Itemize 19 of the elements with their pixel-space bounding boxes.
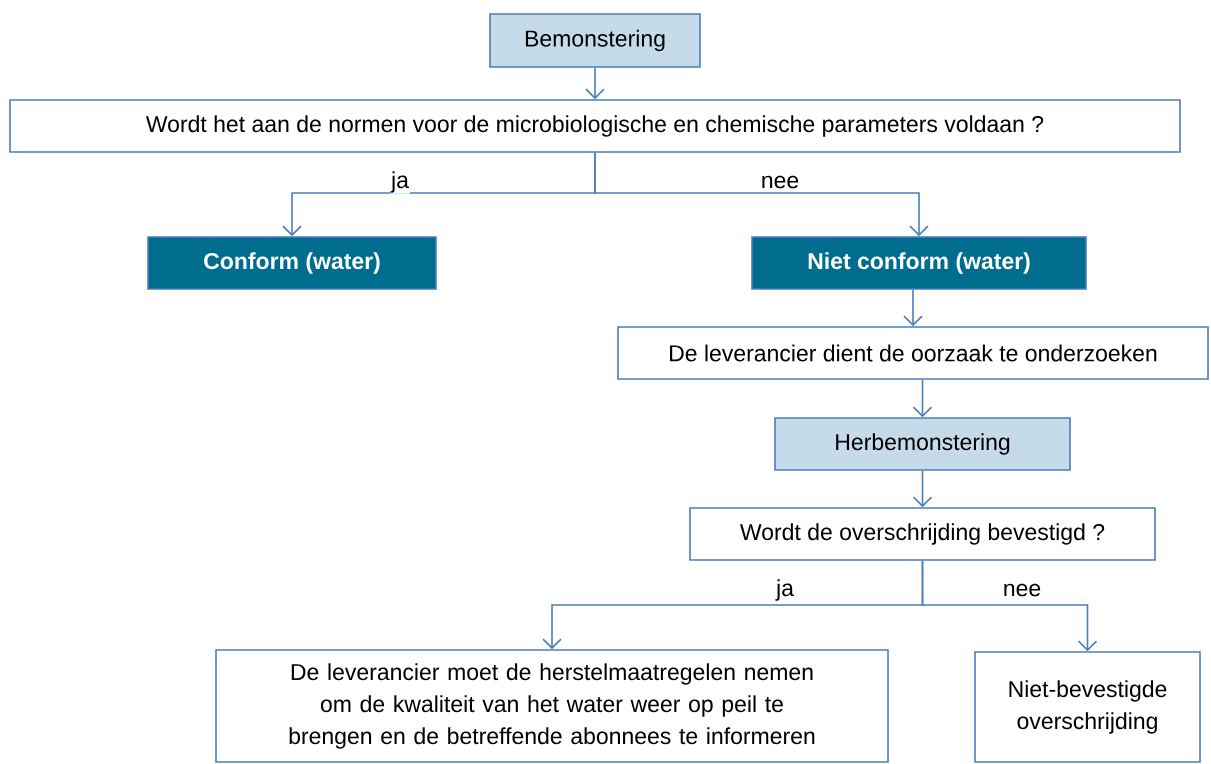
arrow	[585, 67, 605, 100]
process-box: Herbemonstering	[774, 417, 1071, 471]
result-box: Conform (water)	[147, 236, 437, 290]
result-box: Niet conform (water)	[751, 236, 1087, 290]
question-box: Wordt het aan de normen voor de microbiologische en chemische parameters voldaan ?	[9, 99, 1181, 153]
edge-label: ja	[390, 170, 410, 194]
question-box: Wordt de overschrijding bevestigd ?	[689, 507, 1156, 561]
arrow	[921, 560, 1098, 652]
action-box: De leverancier dient de oorzaak te onderzoeken	[617, 326, 1209, 380]
arrow	[912, 470, 933, 508]
arrow	[903, 289, 923, 327]
action-box: De leverancier moet de herstelmaatregelen nemen om de kwaliteit van het water weer op peil te brengen en de betreffende abonnees te informeren	[215, 649, 889, 763]
edge-label: nee	[759, 174, 801, 190]
arrow	[912, 379, 933, 418]
process-box: Bemonstering	[489, 13, 701, 68]
edge-label: ja	[775, 578, 795, 602]
edge-label: nee	[1001, 582, 1043, 598]
action-box: Niet-bevestigde overschrijding	[974, 651, 1201, 763]
arrow	[594, 152, 929, 237]
